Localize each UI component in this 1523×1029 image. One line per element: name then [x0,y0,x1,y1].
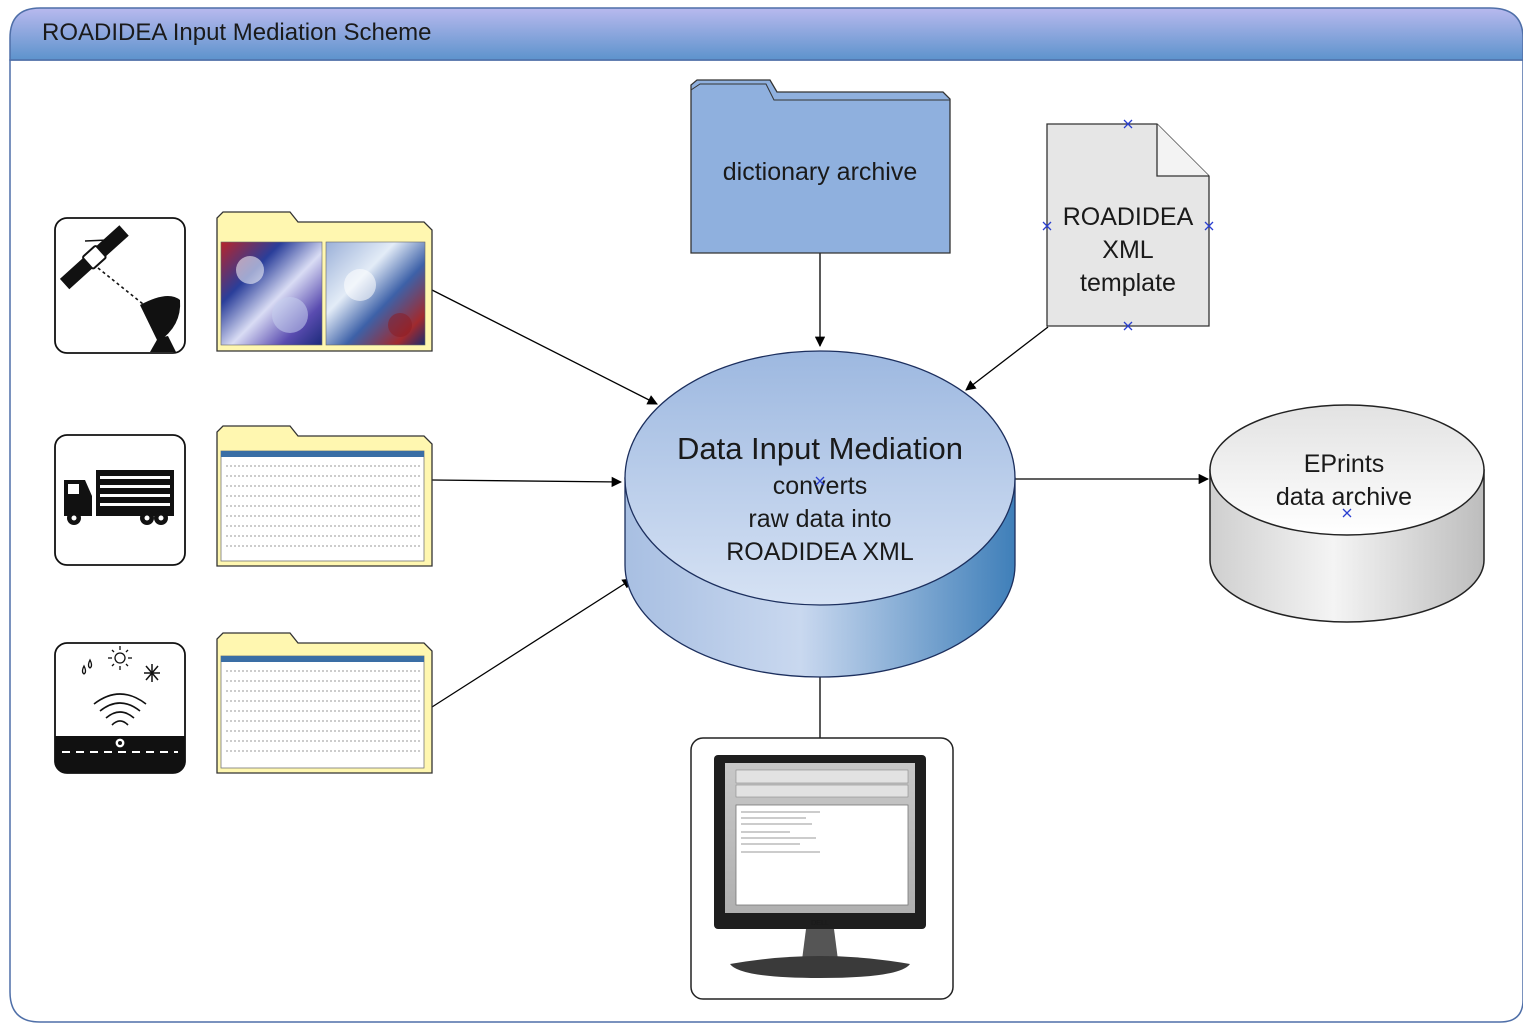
eprints-line-2: data archive [1276,483,1412,511]
eprints-data-archive: EPrints data archive [1209,404,1485,623]
logging-truck-icon [54,434,186,566]
mediation-line-1: converts [773,472,867,500]
monitor-brand: DELL [811,920,829,927]
template-label-line-3: template [1080,269,1176,297]
arrow-template-to-mediation [965,326,1049,391]
dictionary-archive-label: dictionary archive [723,158,918,186]
connection-point-markers [1042,119,1214,331]
arrow-satellite-to-mediation [431,289,658,405]
workstation-monitor: DELL [690,737,954,1000]
mediation-line-3: ROADIDEA XML [726,538,914,566]
mediation-line-2: raw data into [748,505,891,533]
snowflake-icon [144,664,160,682]
signal-waves-icon [93,693,147,726]
arrow-weather-to-mediation [431,578,633,708]
monitor-stand [802,929,838,960]
arrow-truck-to-mediation [431,476,623,488]
weather-data-folder [216,632,433,774]
frame-title: ROADIDEA Input Mediation Scheme [42,19,432,46]
template-label-line-2: XML [1102,236,1154,264]
center-marker [815,476,825,486]
monitor-base [730,956,910,978]
mediation-title: Data Input Mediation [677,431,963,466]
frame-header [9,7,1523,61]
rain-drops-icon [81,658,93,675]
sun-icon [108,646,132,670]
xml-template-document: ROADIDEA XML template [1042,119,1214,331]
eprints-line-1: EPrints [1304,450,1385,478]
satellite-imagery-folder [216,211,433,352]
eprints-center-marker [1342,508,1352,518]
connectors [431,253,1210,738]
data-input-mediation-cylinder: Data Input Mediation converts raw data i… [624,350,1016,678]
template-label-line-1: ROADIDEA [1063,203,1194,231]
road-weather-station-icon [54,642,186,774]
satellite-dish-icon [54,217,186,354]
dictionary-archive-folder: dictionary archive [690,79,951,254]
truck-data-folder [216,425,433,567]
